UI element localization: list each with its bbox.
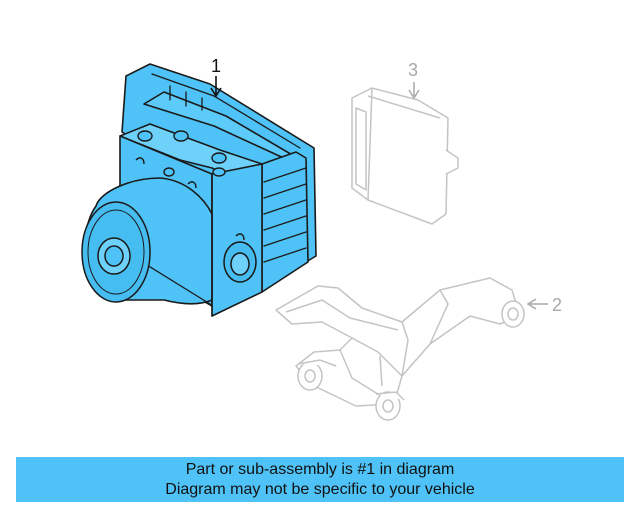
- pump-motor-end: [81, 201, 151, 303]
- parts-diagram: 1 3 2: [81, 56, 562, 421]
- part-3-module: [351, 87, 459, 225]
- info-banner: Part or sub-assembly is #1 in diagram Di…: [16, 457, 624, 502]
- part-1-details: [125, 73, 307, 317]
- right-port: [223, 241, 257, 283]
- callout-3-leader: [408, 82, 420, 100]
- callout-3-number: 3: [408, 60, 418, 80]
- callout-2-leader: [526, 298, 548, 310]
- valve-block-ports: [135, 130, 245, 241]
- callout-2-number: 2: [552, 295, 562, 315]
- banner-line-2: Diagram may not be specific to your vehi…: [165, 480, 475, 498]
- bracket-bushings: [297, 300, 525, 421]
- callout-1-leader: [210, 76, 222, 98]
- callout-1-number: 1: [211, 56, 221, 76]
- banner-line-1: Part or sub-assembly is #1 in diagram: [185, 460, 455, 478]
- part-2-bracket: [275, 277, 521, 407]
